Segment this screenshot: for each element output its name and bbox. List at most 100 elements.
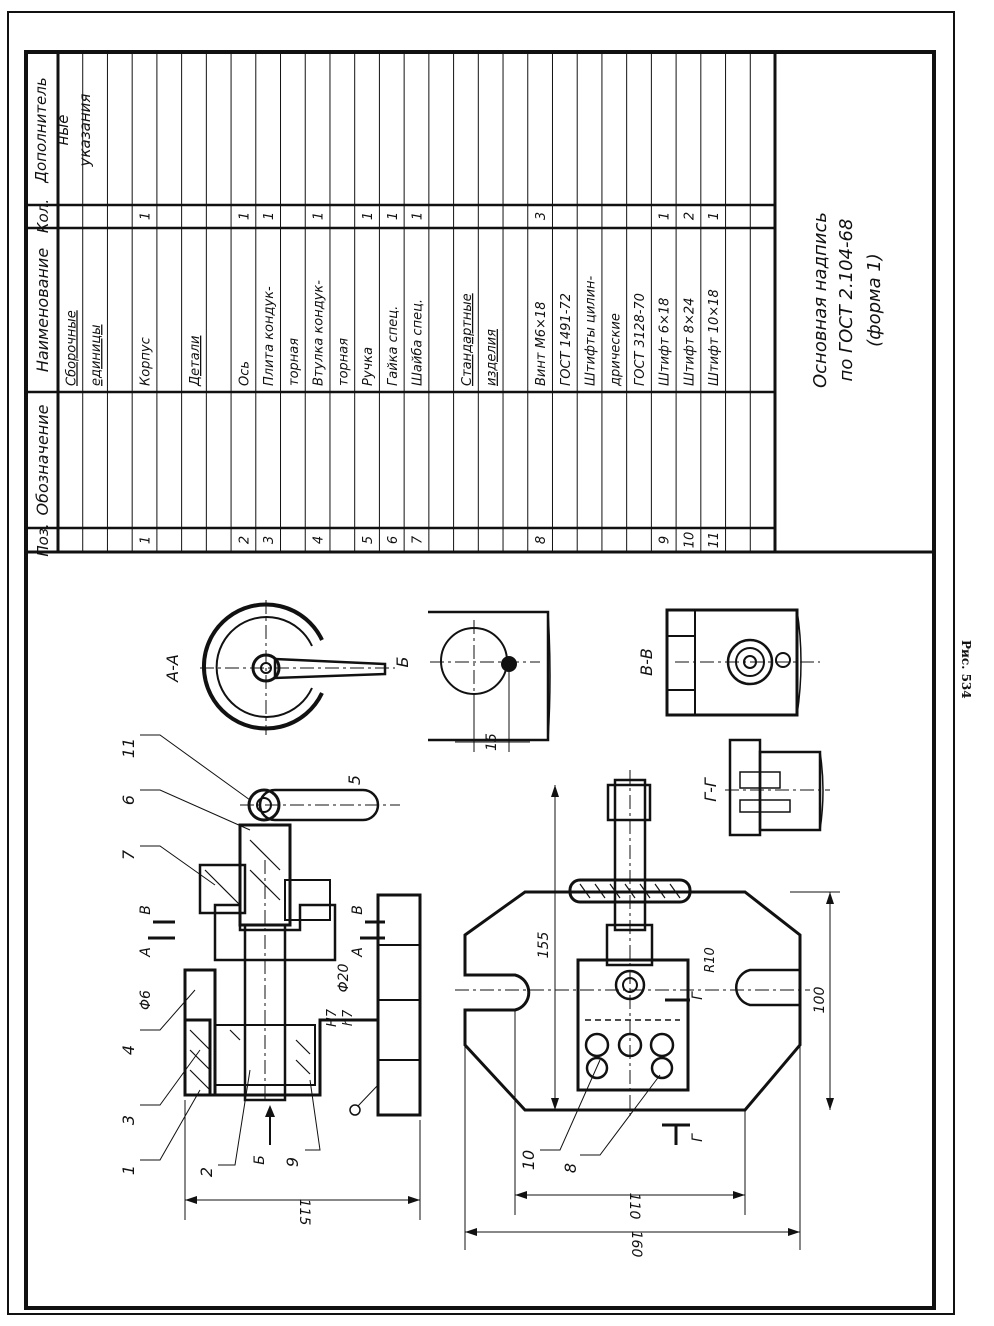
- spec-cell-name: Гайка спец.: [386, 306, 401, 386]
- title-block-line3: (форма 1): [864, 253, 885, 347]
- spec-cell-qty: 3: [534, 212, 549, 220]
- leader-label-6: 6: [119, 795, 138, 805]
- main-side-view: [140, 734, 422, 1220]
- spec-cell-name: ГОСТ 1491-72: [559, 293, 574, 386]
- technical-drawing: [140, 600, 840, 1250]
- spec-cell-qty: 1: [707, 212, 722, 220]
- leader-label-7: 7: [119, 849, 138, 860]
- spec-cell-name: Штифт 10×18: [707, 289, 722, 386]
- dim-r10: R10: [703, 947, 718, 973]
- spec-cell-name: Штифт 8×24: [682, 298, 697, 386]
- spec-header-name: Наименование: [33, 248, 52, 372]
- spec-cell-name: дрические: [608, 313, 623, 387]
- spec-cell-qty: 1: [411, 212, 426, 220]
- spec-cell-pos: 1: [139, 536, 154, 544]
- spec-cell-qty: 2: [682, 212, 697, 220]
- mark-g-top: Г: [690, 991, 706, 1000]
- figure-caption: Рис. 534: [955, 640, 979, 700]
- fit-h7-lower: h7: [341, 1009, 356, 1026]
- leader-label-10: 10: [519, 1150, 538, 1170]
- spec-cell-pos: 3: [262, 536, 277, 544]
- label-section-gg: Г-Г: [701, 777, 720, 802]
- spec-cell-name: Сборочные: [64, 310, 79, 386]
- spec-cell-pos: 8: [534, 536, 549, 544]
- leader-label-1: 1: [119, 1165, 138, 1175]
- spec-cell-name: Втулка кондук-: [312, 280, 327, 386]
- spec-row-lines: [82, 52, 751, 552]
- spec-header-notes-line3: указания: [76, 94, 94, 168]
- spec-cell-name: ГОСТ 3128-70: [633, 293, 648, 386]
- section-aa-view: [200, 600, 395, 735]
- title-block-line1: Основная надпись: [810, 212, 831, 388]
- leader-label-11: 11: [119, 738, 138, 758]
- spec-cell-name: Шайба спец.: [411, 299, 426, 386]
- plan-view: [455, 770, 840, 1250]
- dim-155: 155: [536, 932, 552, 959]
- section-gg-view: [725, 738, 830, 837]
- spec-cell-qty: 1: [658, 212, 673, 220]
- dim-phi20: Φ20: [336, 963, 352, 992]
- leader-label-4: 4: [119, 1045, 138, 1055]
- spec-cell-name: Корпус: [139, 337, 154, 386]
- view-b: [428, 610, 551, 752]
- mark-a-right: А: [350, 947, 366, 958]
- mark-g-bottom: Г: [690, 1133, 706, 1142]
- spec-cell-qty: 1: [139, 212, 154, 220]
- sheet-trim-border: [7, 11, 955, 1315]
- dim-phi6: Φ6: [138, 990, 154, 1010]
- spec-header-pos: Поз.: [34, 523, 52, 556]
- leader-label-9: 9: [283, 1157, 302, 1167]
- spec-cell-name: Стандартные: [460, 293, 475, 386]
- spec-cell-qty: 1: [237, 212, 252, 220]
- spec-header-qty: Кол.: [34, 199, 52, 233]
- spec-header-notes-line1: Дополнитель: [32, 77, 50, 183]
- spec-cell-pos: 9: [658, 536, 673, 544]
- dim-110: 110: [626, 1193, 642, 1220]
- figure-caption-text: Рис. 534: [959, 640, 973, 699]
- leader-label-2: 2: [197, 1167, 216, 1177]
- spec-cell-pos: 2: [237, 536, 252, 544]
- label-view-b: Б: [393, 656, 412, 667]
- spec-cell-name: изделия: [485, 329, 500, 386]
- dim-100: 100: [812, 987, 828, 1014]
- mark-v-left: В: [138, 905, 154, 915]
- mark-a-left: А: [138, 947, 154, 958]
- spec-cell-pos: 7: [411, 535, 426, 544]
- dim-115: 115: [296, 1199, 312, 1226]
- spec-cell-name: Плита кондук-: [262, 286, 277, 386]
- spec-cell-name: Винт М6×18: [534, 302, 549, 387]
- spec-cell-name: Штифты цилин-: [584, 275, 599, 386]
- spec-cell-qty: 1: [312, 212, 327, 220]
- spec-cell-qty: 1: [361, 212, 376, 220]
- label-dim-15: 15: [484, 733, 500, 751]
- spec-cell-qty: 1: [386, 212, 401, 220]
- spec-cell-name: единицы: [89, 325, 104, 387]
- spec-cell-pos: 10: [682, 532, 697, 549]
- leader-label-5: 5: [345, 775, 364, 785]
- title-block-line2: по ГОСТ 2.104-68: [836, 219, 857, 382]
- spec-cell-pos: 4: [312, 536, 327, 544]
- mark-b: Б: [252, 1155, 268, 1165]
- section-vv-view: [665, 608, 820, 717]
- spec-cell-name: Ручка: [361, 347, 376, 386]
- spec-cell-pos: 5: [361, 536, 376, 544]
- spec-header-designation: Обозначение: [33, 404, 52, 515]
- label-section-aa: А-А: [163, 654, 182, 683]
- spec-header-notes-line2: ные: [54, 115, 72, 146]
- spec-cell-name: Ось: [237, 361, 252, 386]
- leader-label-3: 3: [119, 1115, 138, 1125]
- spec-cell-qty: 1: [262, 212, 277, 220]
- label-section-vv: В-В: [637, 648, 656, 676]
- spec-cell-name: торная: [336, 338, 351, 386]
- drawing-labels: А-А Б 15 В-В Г-Г 11 6 7 5 4 3 1 2 9 10 8…: [119, 648, 828, 1257]
- mark-v-right: В: [350, 905, 366, 915]
- leader-label-8: 8: [561, 1163, 580, 1173]
- spec-cell-name: Штифт 6×18: [658, 298, 673, 386]
- spec-cell-pos: 6: [386, 536, 401, 544]
- title-block: Основная надпись по ГОСТ 2.104-68 (форма…: [810, 212, 885, 388]
- spec-cell-name: торная: [287, 338, 302, 386]
- dim-160: 160: [628, 1231, 644, 1258]
